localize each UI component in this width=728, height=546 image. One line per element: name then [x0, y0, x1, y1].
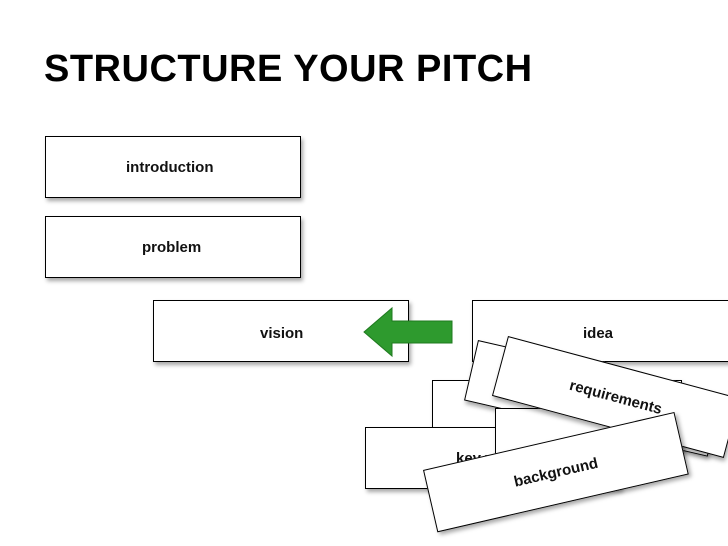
vision-label: vision — [260, 325, 304, 342]
left-arrow-icon — [363, 306, 453, 358]
requirements-label: requirements — [567, 376, 664, 418]
background-label: background — [512, 454, 600, 491]
introduction-box: introduction — [45, 136, 301, 198]
slide-title: STRUCTURE YOUR PITCH — [44, 48, 533, 90]
problem-label: problem — [142, 238, 202, 256]
problem-box: problem — [45, 216, 301, 278]
idea-label: idea — [583, 325, 614, 342]
introduction-label: introduction — [126, 158, 214, 176]
